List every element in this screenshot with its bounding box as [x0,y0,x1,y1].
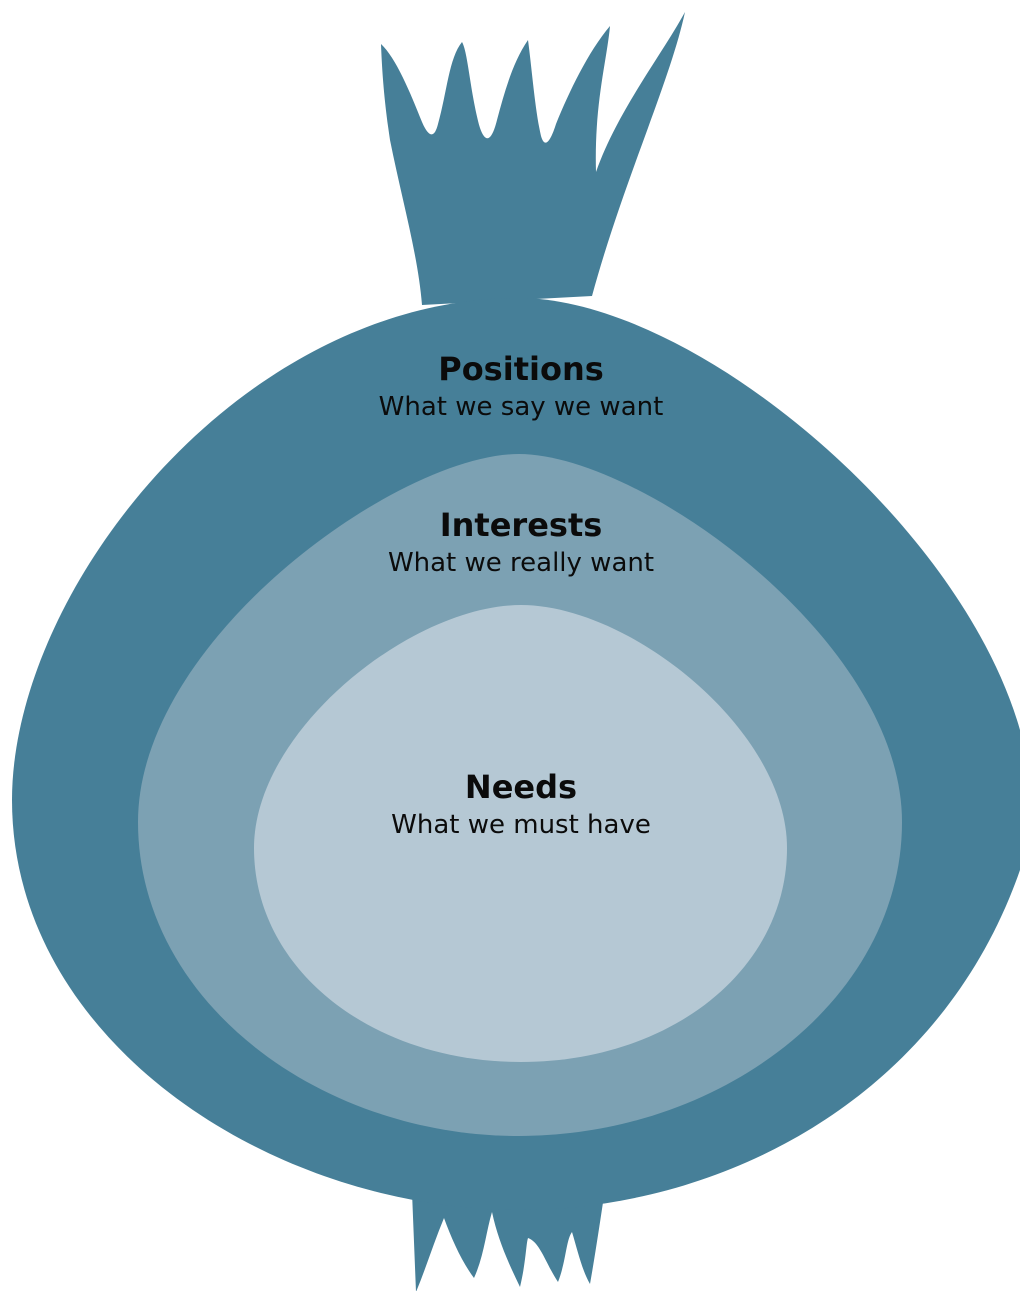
needs-title: Needs [465,768,577,806]
needs-layer [254,605,787,1062]
interests-subtitle: What we really want [388,548,654,578]
needs-subtitle: What we must have [391,810,651,840]
onion-roots-bottom [412,1192,604,1291]
positions-subtitle: What we say we want [379,392,664,422]
positions-title: Positions [438,350,604,388]
onion-stem-top [381,12,685,305]
interests-title: Interests [440,506,603,544]
